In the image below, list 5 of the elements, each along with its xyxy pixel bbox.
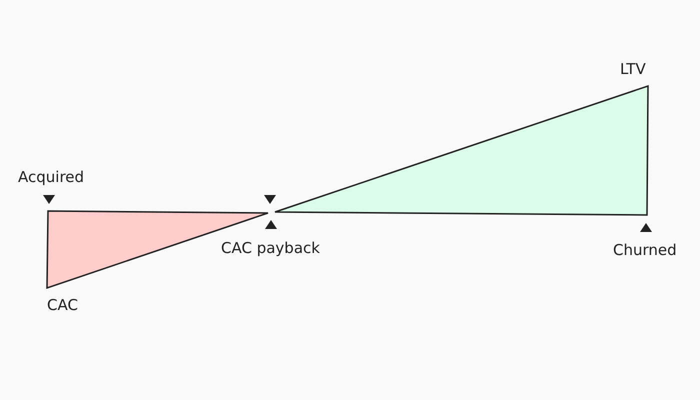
axis-label: CAC payback — [221, 239, 320, 257]
axis-label: LTV — [620, 60, 646, 78]
axis-label: CAC — [47, 296, 78, 314]
axis-label: Churned — [613, 241, 677, 259]
axis-label: Acquired — [18, 168, 84, 186]
